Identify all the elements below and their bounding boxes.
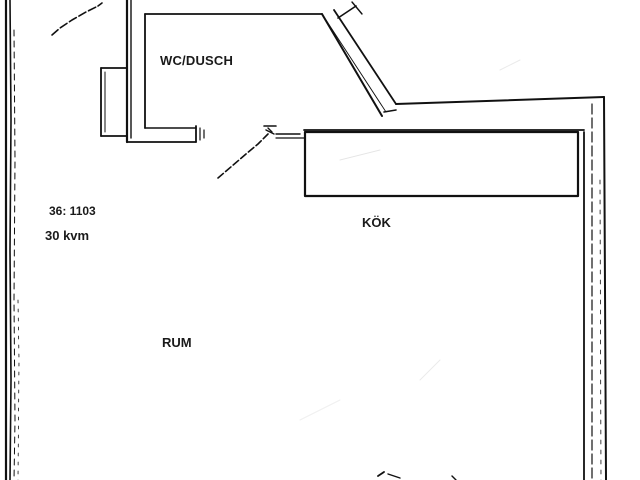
door-swing-top-left <box>51 2 103 36</box>
door-swing-center <box>217 125 277 179</box>
room-label-kitchen: KÖK <box>362 215 391 230</box>
apartment-number: 36: 1103 <box>49 204 96 218</box>
room-label-bathroom: WC/DUSCH <box>160 53 234 68</box>
apartment-area: 30 kvm <box>45 228 90 243</box>
kitchen-right-walls <box>383 96 607 480</box>
bathroom-walls <box>100 0 323 144</box>
kitchen-back-wall <box>275 129 585 139</box>
door-swing-bottom <box>377 471 457 480</box>
left-outer-wall <box>4 0 20 480</box>
room-label-living: RUM <box>162 335 192 350</box>
diagonal-wall <box>321 1 397 117</box>
kitchen-counter <box>303 130 580 198</box>
paper-smudges <box>299 59 521 421</box>
